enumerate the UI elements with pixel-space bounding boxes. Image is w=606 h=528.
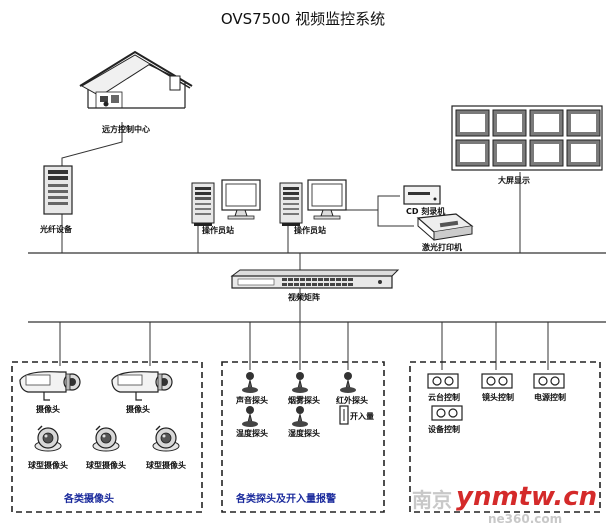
cd-burner-label: CD 刻录机 (406, 207, 446, 216)
watermark-main-text: ynmtw.cn (456, 482, 598, 512)
smoke-sensor-label: 烟雾探头 (288, 396, 320, 405)
sound-sensor-label: 声音探头 (236, 396, 268, 405)
dome-2-label: 球型摄像头 (86, 461, 126, 470)
lens-control-label: 镜头控制 (482, 393, 514, 402)
dome-3-label: 球型摄像头 (146, 461, 186, 470)
printer-icon (416, 213, 474, 241)
bullet-camera-2-icon (111, 371, 173, 401)
workstation-1-label: 操作员站 (202, 226, 234, 235)
device-control-icon (431, 405, 463, 421)
workstation-2-label: 操作员站 (294, 226, 326, 235)
dome-camera-3-icon (152, 425, 180, 452)
workstation-1-icon (191, 179, 261, 227)
fiber-label: 光纤设备 (40, 225, 72, 234)
temperature-sensor-icon (241, 405, 259, 428)
device-control-label: 设备控制 (428, 425, 460, 434)
power-control-label: 电源控制 (534, 393, 566, 402)
door-switch-label: 开入量 (350, 412, 374, 421)
watermark-left-text: 南京 (412, 488, 452, 512)
diagram-title: OVS7500 视频监控系统 (220, 10, 386, 28)
temperature-sensor-label: 温度探头 (236, 429, 268, 438)
cameras-group-label: 各类摄像头 (64, 494, 114, 505)
fiber-device-icon (43, 165, 73, 215)
video-matrix-icon (230, 269, 400, 289)
workstation-2-icon (279, 179, 347, 227)
dome-camera-2-icon (92, 425, 120, 452)
sensors-group-label: 各类探头及开入量报警 (236, 494, 336, 505)
lens-control-icon (481, 373, 513, 389)
dome-camera-1-icon (34, 425, 62, 452)
ptz-control-icon (427, 373, 459, 389)
door-switch-icon (339, 405, 349, 425)
watermark-bottom-text: ne360.com (488, 512, 563, 526)
infrared-sensor-icon (339, 371, 357, 394)
humidity-sensor-icon (291, 405, 309, 428)
remote-center-label: 远方控制中心 (102, 125, 150, 134)
cameras-group-box (11, 361, 203, 513)
ptz-control-label: 云台控制 (428, 393, 460, 402)
printer-label: 激光打印机 (422, 243, 462, 252)
switch-label: 视频矩阵 (288, 293, 320, 302)
dome-1-label: 球型摄像头 (28, 461, 68, 470)
power-control-icon (533, 373, 565, 389)
cd-burner-icon (403, 185, 441, 205)
camera-1-label: 摄像头 (36, 405, 60, 414)
big-screen-label: 大屏显示 (498, 176, 530, 185)
bullet-camera-1-icon (19, 371, 81, 401)
infrared-sensor-label: 红外探头 (336, 396, 368, 405)
controls-group-box (409, 361, 601, 513)
sound-sensor-icon (241, 371, 259, 394)
remote-center-icon (79, 50, 193, 109)
sensors-group-box (221, 361, 385, 513)
camera-2-label: 摄像头 (126, 405, 150, 414)
smoke-sensor-icon (291, 371, 309, 394)
video-wall-icon (451, 105, 603, 171)
humidity-sensor-label: 湿度探头 (288, 429, 320, 438)
